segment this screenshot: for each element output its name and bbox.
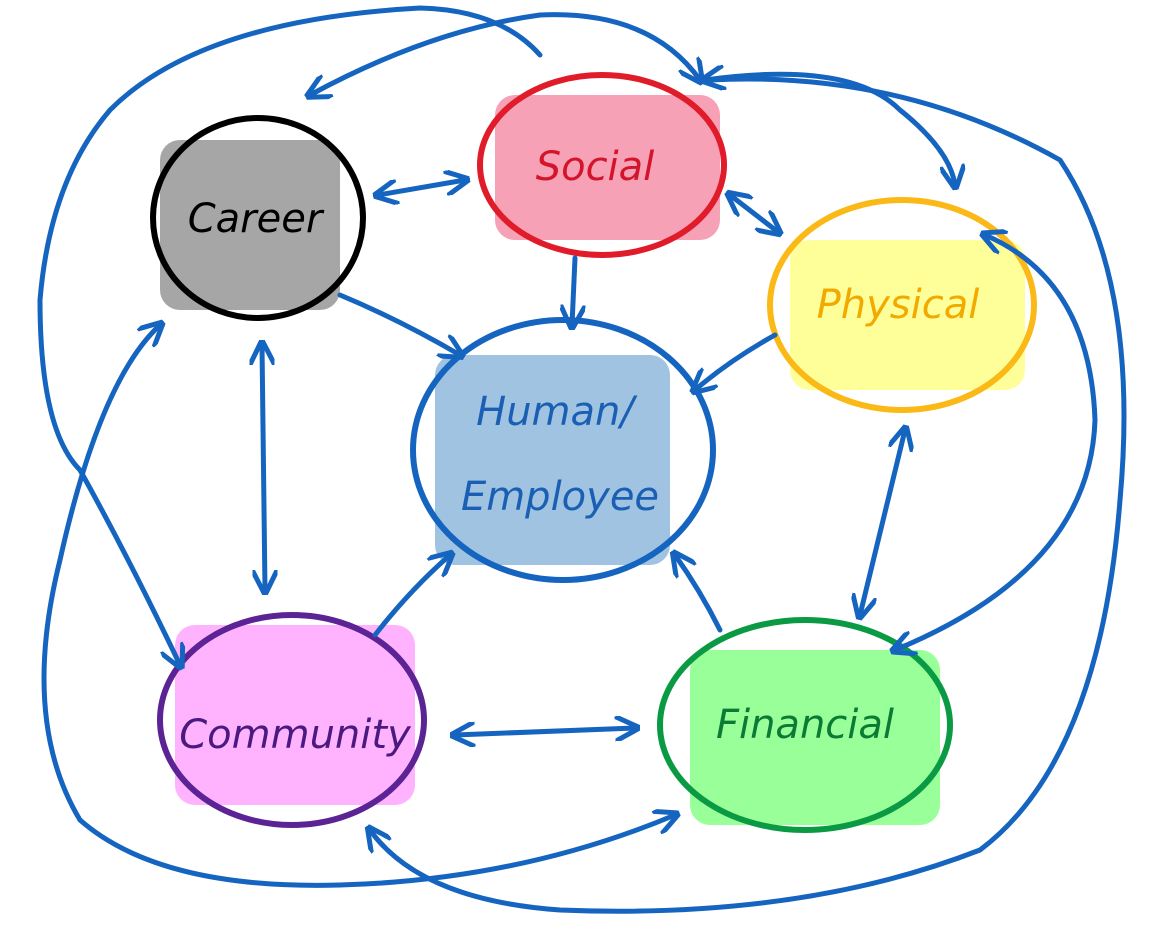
arrow-social-community-outer-right <box>370 76 1127 914</box>
arrows <box>37 5 1127 914</box>
arrow-social-physical <box>730 195 778 232</box>
node-community: Community <box>157 612 427 828</box>
human-label-line2: Employee <box>461 474 659 520</box>
arrow-financial-human <box>675 555 723 633</box>
node-physical: Physical <box>767 197 1037 413</box>
node-financial: Financial <box>657 617 953 833</box>
arrow-career-social <box>378 180 465 195</box>
human-label-line1: Human/ <box>476 389 638 435</box>
arrow-social-human <box>572 255 575 325</box>
arrow-career-financial-outer <box>41 325 675 888</box>
arrow-social-community-outer <box>37 5 543 665</box>
arrow-community-financial <box>455 728 635 735</box>
arrow-career-community <box>262 345 265 590</box>
community-label: Community <box>179 712 412 758</box>
physical-label: Physical <box>817 282 980 328</box>
node-human-employee: Human/ Employee <box>410 317 716 583</box>
arrow-community-human <box>372 555 450 638</box>
financial-label: Financial <box>716 702 894 748</box>
arrow-physical-financial-outer <box>895 235 1098 650</box>
node-career: Career <box>150 115 366 321</box>
social-label: Social <box>536 144 655 190</box>
arrow-physical-financial <box>860 430 905 615</box>
arrow-physical-human <box>695 332 778 390</box>
career-label: Career <box>188 196 325 242</box>
arrow-career-physical-top <box>310 12 700 95</box>
career-fill <box>160 140 340 310</box>
node-social: Social <box>477 72 727 258</box>
arrow-career-human <box>337 292 460 355</box>
arrow-social-physical-outer <box>705 74 955 185</box>
